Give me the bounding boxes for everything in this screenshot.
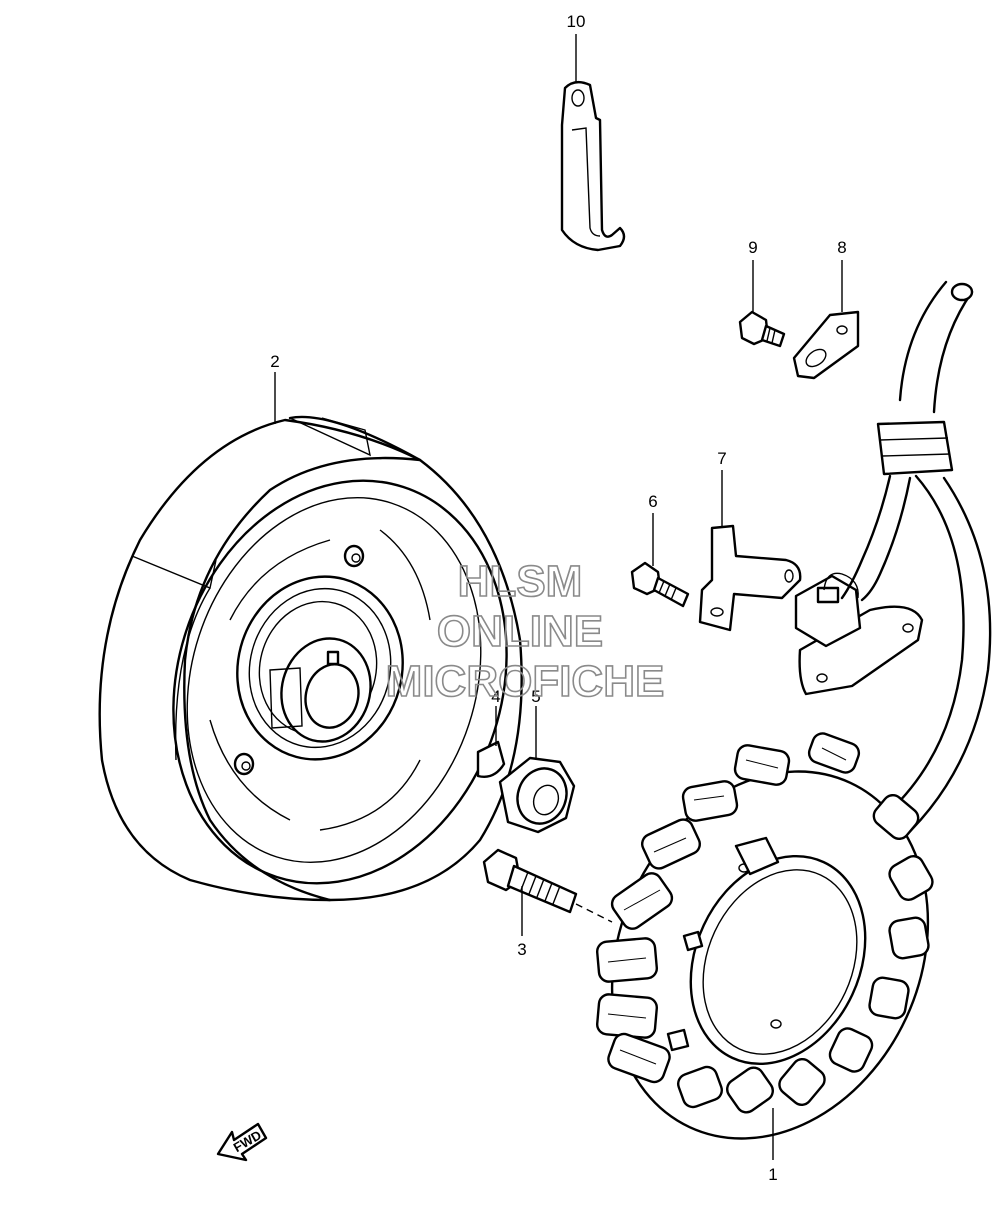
part-7-bracket	[698, 524, 802, 632]
part-6-bolt	[630, 561, 690, 608]
watermark-line-3: MICROFICHE	[386, 657, 665, 706]
callout-4: 4	[491, 687, 500, 706]
part-1-stator	[596, 732, 934, 1140]
callout-7: 7	[717, 449, 726, 468]
part-4-key	[476, 740, 506, 778]
fwd-arrow-icon: FWD	[216, 1122, 268, 1162]
pickup-sensor	[794, 572, 924, 696]
watermark-line-2: ONLINE	[437, 607, 603, 656]
part-5-nut	[498, 756, 576, 834]
part-2-flywheel	[98, 415, 523, 902]
stator-poles	[596, 732, 934, 1114]
callout-10: 10	[567, 12, 586, 31]
callout-8: 8	[837, 238, 846, 257]
callouts: 10 9 8 2 7 6 4 5 3 1	[270, 12, 846, 1184]
callout-3: 3	[517, 940, 526, 959]
callout-5: 5	[531, 687, 540, 706]
callout-6: 6	[648, 492, 657, 511]
part-3-bolt	[482, 848, 613, 923]
watermark-line-1: HLSM	[458, 557, 583, 606]
part-10-clamp	[560, 80, 626, 252]
part-9-bolt	[738, 310, 786, 348]
callout-9: 9	[748, 238, 757, 257]
part-8-plate	[792, 310, 860, 380]
callout-1: 1	[768, 1165, 777, 1184]
pole-hatching	[607, 747, 847, 1065]
watermark: HLSM ONLINE MICROFICHE	[385, 556, 665, 707]
callout-2: 2	[270, 352, 279, 371]
